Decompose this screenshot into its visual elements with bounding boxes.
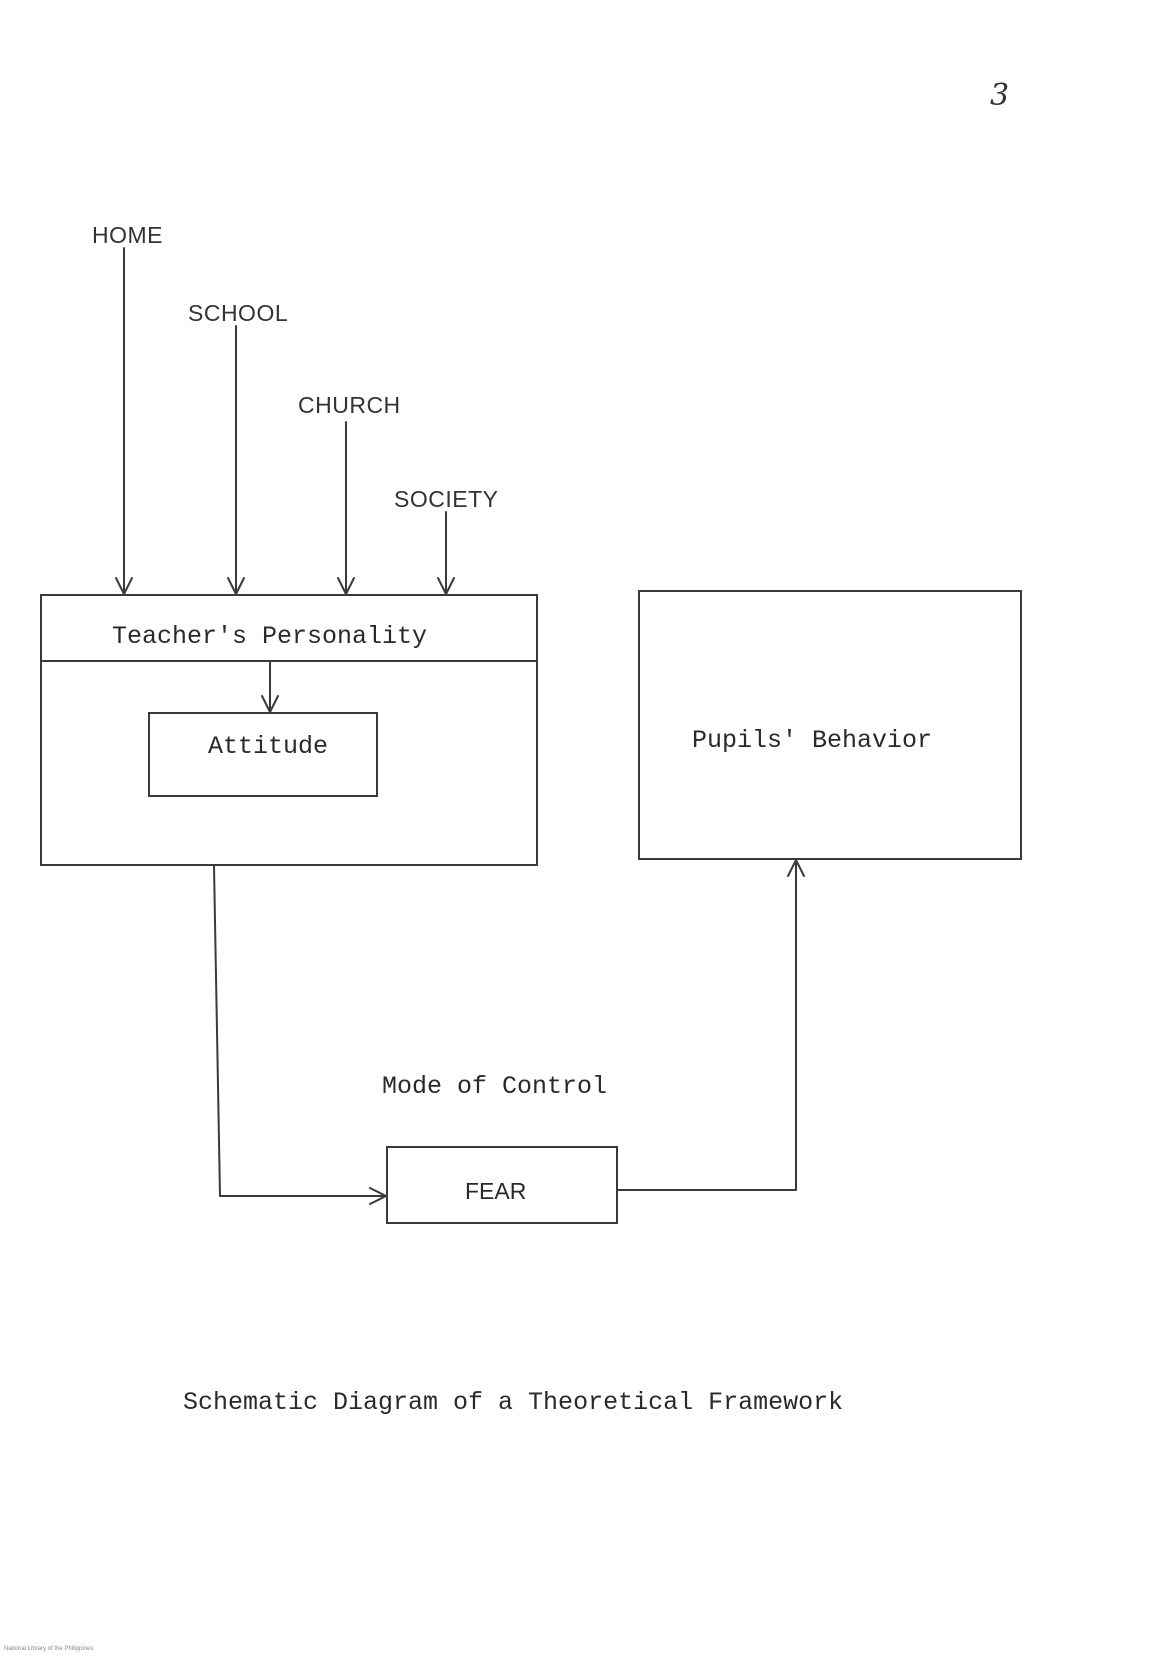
fear-box: FEAR <box>386 1146 618 1224</box>
attitude-label: Attitude <box>208 732 329 761</box>
figure-caption: Schematic Diagram of a Theoretical Frame… <box>183 1388 844 1417</box>
pupils-behavior-label: Pupils' Behavior <box>692 726 933 755</box>
arrowhead-personality-to-fear <box>369 1187 387 1205</box>
fear-label: FEAR <box>465 1178 527 1204</box>
arrow-personality-to-fear <box>213 865 387 1197</box>
teacher-personality-label: Teacher's Personality <box>112 622 428 651</box>
source-label-church: CHURCH <box>298 392 401 418</box>
teacher-personality-box: Teacher's Personality <box>40 594 538 866</box>
page-footer: National Library of the Philippines <box>4 1646 94 1652</box>
arrowhead-society <box>437 577 455 595</box>
pupils-behavior-box: Pupils' Behavior <box>638 590 1022 860</box>
source-label-society: SOCIETY <box>394 486 499 512</box>
arrowhead-home <box>115 577 133 595</box>
source-label-school: SCHOOL <box>188 300 289 326</box>
arrowhead-personality-to-attitude <box>261 695 279 713</box>
arrowhead-school <box>227 577 245 595</box>
mode-of-control-label: Mode of Control <box>382 1072 608 1101</box>
arrowhead-fear-to-behavior <box>787 859 805 877</box>
arrowhead-church <box>337 577 355 595</box>
arrow-fear-to-behavior <box>617 859 797 1191</box>
page-number: 3 <box>990 78 1010 113</box>
attitude-box: Attitude <box>148 712 378 797</box>
source-label-home: HOME <box>92 222 163 248</box>
teacher-personality-header: Teacher's Personality <box>42 596 536 662</box>
